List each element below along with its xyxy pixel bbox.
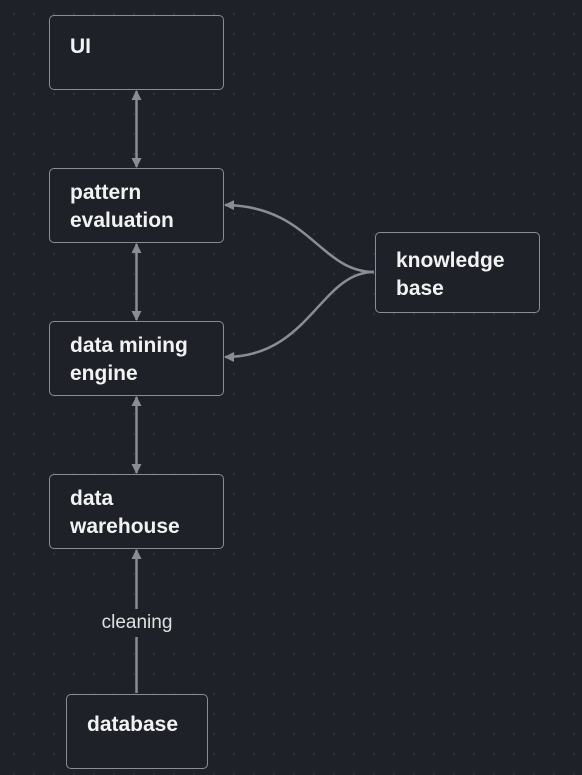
node-knowledge-base[interactable]: knowledge base	[375, 232, 540, 313]
edge-kb-pattern	[224, 200, 375, 274]
node-pattern-label-line2: evaluation	[70, 209, 174, 232]
node-mining-label-line1: data mining	[70, 334, 188, 357]
node-kb-label-line1: knowledge	[396, 249, 505, 272]
node-database[interactable]: database	[66, 694, 208, 769]
node-mining-label-line2: engine	[70, 362, 138, 385]
node-data-mining-engine[interactable]: data mining engine	[49, 321, 224, 396]
node-database-label: database	[87, 713, 179, 736]
node-warehouse-label-line2: warehouse	[70, 515, 180, 538]
node-pattern-evaluation[interactable]: pattern evaluation	[49, 168, 224, 243]
node-kb-label-line2: base	[396, 277, 444, 300]
node-ui[interactable]: UI	[49, 15, 224, 90]
node-ui-label: UI	[70, 35, 91, 58]
node-warehouse-label-line1: data	[70, 487, 114, 510]
edge-kb-mining	[224, 270, 375, 362]
node-data-warehouse[interactable]: data warehouse	[49, 474, 224, 549]
edge-label-cleaning: cleaning	[86, 609, 188, 637]
node-pattern-label-line1: pattern	[70, 181, 142, 204]
